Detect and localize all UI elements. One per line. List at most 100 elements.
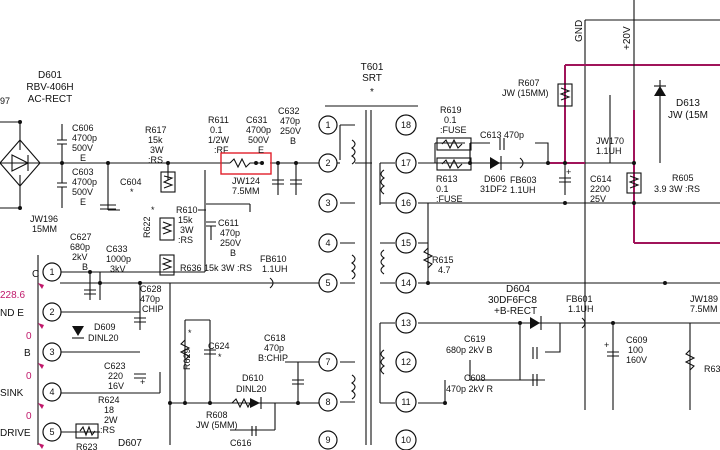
c627: C627 680p 2kV B (70, 232, 96, 295)
c608: C608 470p 2kV R (446, 373, 538, 394)
svg-text:R610: R610 (176, 205, 198, 215)
svg-text:E: E (80, 197, 86, 207)
svg-text::RS: :RS (148, 155, 163, 165)
d601-part: RBV-406H (26, 82, 73, 93)
d601-bridge: D601 RBV-406H AC-RECT 97 (0, 70, 74, 210)
svg-text:1.1UH: 1.1UH (510, 185, 536, 195)
svg-text:JW170: JW170 (596, 136, 624, 146)
svg-text:3: 3 (325, 198, 330, 208)
svg-text:16: 16 (401, 198, 411, 208)
jw189: JW189 7.5MM (690, 294, 718, 314)
svg-text:3: 3 (49, 347, 54, 357)
svg-text:1: 1 (49, 267, 54, 277)
jw124: JW124 7.5MM (232, 176, 260, 196)
svg-text:15: 15 (401, 238, 411, 248)
d610: D610 DINL20 (236, 373, 267, 409)
svg-text:*: * (188, 328, 192, 338)
svg-text:+: + (140, 377, 145, 387)
svg-text:1.1UH: 1.1UH (596, 146, 622, 156)
svg-text:C632: C632 (278, 106, 300, 116)
svg-text:C633: C633 (106, 244, 128, 254)
svg-text:CHIP: CHIP (142, 304, 164, 314)
conn-pin-5 (42, 422, 62, 442)
svg-text:R622: R622 (142, 216, 152, 238)
jw170: JW170 1.1UH (596, 136, 624, 156)
svg-text:500V: 500V (72, 143, 93, 153)
svg-text:3W: 3W (150, 145, 164, 155)
svg-text:B: B (24, 348, 31, 359)
connector: 1 2 3 4 5 C ND E B SINK DRIVE 228.6 0 0 … (0, 255, 62, 449)
svg-text:C624: C624 (208, 341, 230, 351)
svg-text:JW (5MM): JW (5MM) (196, 420, 238, 430)
svg-text:C618: C618 (264, 333, 286, 343)
svg-text:7.5MM: 7.5MM (690, 304, 718, 314)
svg-text:5: 5 (325, 278, 330, 288)
pin-14 (395, 272, 417, 294)
fb610: FB610 1.1UH (260, 254, 288, 289)
svg-text:SINK: SINK (0, 388, 24, 399)
pin-4 (318, 233, 338, 253)
svg-text:30DF6FC8: 30DF6FC8 (488, 295, 537, 306)
r624: R624 18 2W :RS (98, 395, 120, 435)
svg-text:R611: R611 (208, 115, 229, 125)
svg-text:0: 0 (26, 331, 32, 342)
svg-text:JW (15MM): JW (15MM) (502, 88, 549, 98)
svg-text:D610: D610 (242, 373, 264, 383)
r610: R610 15k 3W :RS (176, 205, 198, 245)
svg-text:680p: 680p (70, 242, 90, 252)
svg-text:FB610: FB610 (260, 254, 287, 264)
pin-12 (395, 351, 417, 373)
pin-18 (395, 114, 417, 136)
svg-text:R619: R619 (440, 105, 462, 115)
svg-text:2: 2 (49, 307, 54, 317)
conn-pin-4 (42, 382, 62, 402)
svg-text:15MM: 15MM (32, 224, 57, 234)
svg-text:C627: C627 (70, 232, 92, 242)
svg-text:100: 100 (628, 345, 643, 355)
junctions (60, 161, 667, 405)
svg-text:JW196: JW196 (30, 214, 58, 224)
r636: R636 15k 3W :RS (159, 254, 252, 276)
c611: C611 470p 250V B (206, 218, 241, 258)
svg-text:4700p: 4700p (72, 133, 97, 143)
svg-text:R63: R63 (704, 364, 720, 374)
svg-text:2kV: 2kV (72, 252, 88, 262)
svg-text:160V: 160V (626, 355, 647, 365)
svg-text:470p: 470p (264, 343, 284, 353)
svg-text:18: 18 (104, 405, 114, 415)
d606: D606 31DF2 (480, 156, 507, 194)
svg-text:FB601: FB601 (566, 294, 593, 304)
transformer-mark: * (370, 87, 374, 98)
svg-text:17: 17 (401, 158, 411, 168)
svg-text:B: B (82, 262, 88, 272)
svg-text:1: 1 (325, 120, 330, 130)
svg-text:8: 8 (325, 397, 330, 407)
d613: D613 JW (15M (654, 85, 708, 121)
svg-text:C619: C619 (464, 334, 486, 344)
svg-text:5: 5 (49, 427, 54, 437)
svg-text:4700p: 4700p (246, 125, 271, 135)
svg-text:15k: 15k (178, 215, 193, 225)
transformer-t601: T601 SRT * 1 2 3 4 5 7 8 9 18 17 16 (318, 62, 418, 450)
r623: R623 (75, 423, 99, 450)
svg-text:R636 15k 3W :RS: R636 15k 3W :RS (180, 263, 252, 273)
svg-text:D613: D613 (676, 98, 700, 109)
svg-text:228.6: 228.6 (0, 290, 25, 301)
svg-text:470p: 470p (140, 294, 160, 304)
c624: C624 * (204, 341, 230, 362)
r607: R607 JW (15MM) (502, 78, 573, 107)
svg-text:C631: C631 (246, 115, 268, 125)
c603: C603 4700p 500V E (57, 163, 97, 208)
c631: C631 4700p 500V E (246, 115, 271, 155)
svg-text::RF: :RF (214, 145, 229, 155)
svg-text:14: 14 (401, 278, 411, 288)
svg-text:470p 2kV R: 470p 2kV R (446, 384, 494, 394)
pin-10 (395, 429, 417, 450)
conn-pin-1 (42, 262, 62, 282)
c633: C633 1000p 3kV (106, 244, 131, 274)
svg-text:B: B (290, 136, 296, 146)
c628: C628 470p CHIP (134, 284, 164, 323)
svg-text:2W: 2W (104, 415, 118, 425)
conn-pin-3 (42, 342, 62, 362)
